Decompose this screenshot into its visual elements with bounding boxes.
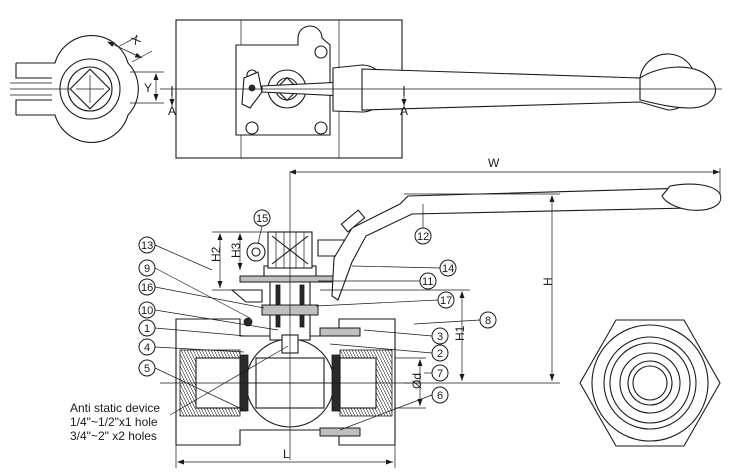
callout-10: 10 — [138, 301, 279, 331]
x-dim-label: X — [129, 32, 143, 48]
note-line-2: 1/4"~1/2"x1 hole — [70, 415, 158, 429]
anti-static-note: Anti static device 1/4"~1/2"x1 hole 3/4"… — [70, 345, 289, 443]
front-dimensions: W H H1 H2 H3 Ød L — [175, 156, 721, 468]
end-view — [579, 319, 721, 447]
svg-text:8: 8 — [485, 315, 491, 327]
handle-end-view: X Y — [10, 32, 164, 143]
dim-w-label: W — [488, 156, 500, 170]
top-view: A A — [160, 19, 722, 159]
callout-13: 13 — [138, 236, 213, 271]
note-line-3: 3/4"~2" x2 holes — [70, 429, 157, 443]
callout-16: 16 — [138, 278, 265, 309]
callout-9: 9 — [138, 259, 251, 319]
callout-12: 12 — [414, 204, 432, 245]
callout-15: 15 — [253, 209, 271, 245]
dim-h2-label: H2 — [209, 246, 223, 262]
dim-h1-label: H1 — [453, 325, 467, 341]
svg-text:13: 13 — [141, 240, 153, 252]
svg-text:14: 14 — [442, 263, 454, 275]
callout-2: 2 — [329, 343, 449, 362]
svg-text:12: 12 — [417, 231, 429, 243]
dim-l-label: L — [283, 447, 290, 461]
dim-od-label: Ød — [410, 373, 424, 389]
svg-text:1: 1 — [144, 323, 150, 335]
dim-h-label: H — [541, 277, 555, 286]
svg-text:10: 10 — [141, 305, 153, 317]
callout-17: 17 — [315, 291, 455, 309]
callout-4: 4 — [138, 338, 245, 356]
svg-text:11: 11 — [422, 276, 433, 288]
svg-text:3: 3 — [437, 331, 443, 343]
callout-5: 5 — [138, 359, 245, 411]
callout-3: 3 — [363, 327, 449, 345]
note-line-1: Anti static device — [70, 401, 160, 415]
callout-6: 6 — [339, 386, 449, 431]
section-a-left: A — [168, 104, 176, 118]
svg-text:7: 7 — [437, 368, 443, 380]
y-dim-label: Y — [144, 81, 152, 95]
callout-7: 7 — [424, 364, 449, 382]
callout-1: 1 — [138, 319, 247, 337]
svg-text:2: 2 — [437, 348, 443, 360]
dim-h3-label: H3 — [229, 242, 243, 258]
svg-text:16: 16 — [141, 282, 153, 294]
callout-14: 14 — [351, 259, 457, 277]
svg-text:4: 4 — [144, 342, 150, 354]
callouts: 1 2 3 4 5 6 7 — [138, 204, 497, 431]
svg-text:5: 5 — [144, 363, 150, 375]
svg-text:9: 9 — [144, 263, 150, 275]
callout-8: 8 — [413, 311, 497, 329]
callout-11: 11 — [318, 272, 437, 290]
front-section-view — [160, 172, 722, 460]
section-a-right: A — [400, 104, 408, 118]
svg-text:17: 17 — [440, 295, 452, 307]
svg-text:6: 6 — [437, 390, 443, 402]
svg-text:15: 15 — [256, 213, 268, 225]
